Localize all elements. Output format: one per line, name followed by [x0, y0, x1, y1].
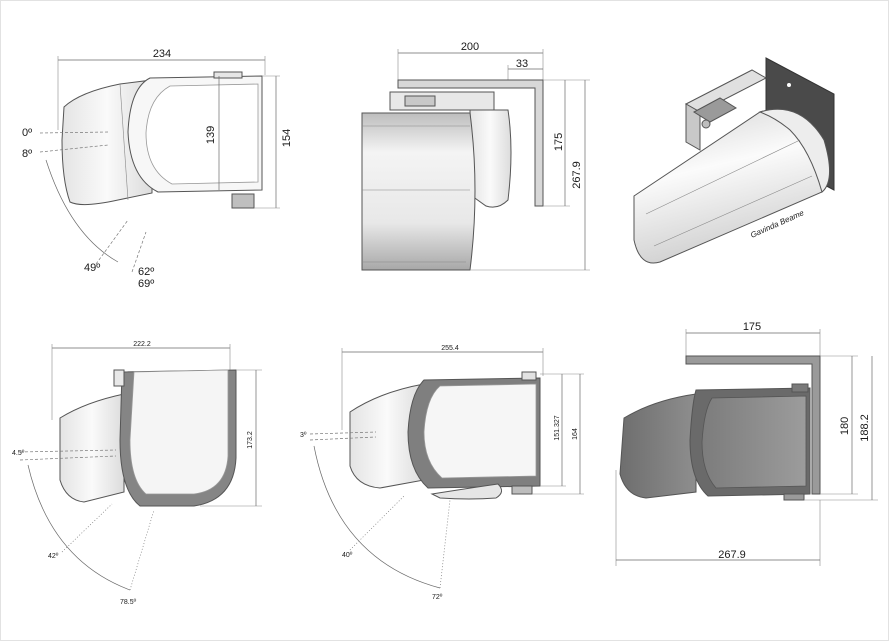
housing-inner-panel	[145, 83, 259, 185]
angle-ref-b	[61, 503, 113, 553]
dim-label-outer-height: 164	[572, 428, 579, 440]
angle-ref-62	[131, 231, 147, 273]
housing-inner-panel	[701, 395, 807, 489]
top-tab	[521, 371, 537, 381]
angle-ref-c	[439, 499, 451, 589]
angle-ref-b	[349, 495, 405, 551]
dim-label-bottom-width: 267.9	[718, 549, 746, 561]
angle-ref-0	[39, 131, 109, 134]
view-isometric-top-right: Gavinda Beame	[633, 57, 835, 264]
dim-label-outer-height: 154	[281, 129, 293, 147]
housing-inner-panel	[129, 369, 229, 495]
dim-label-height-b: 267.9	[571, 161, 583, 189]
iso-seam	[653, 175, 813, 247]
top-tab	[213, 71, 243, 79]
bottom-clip	[231, 193, 255, 209]
angle-ref-a2	[19, 455, 117, 461]
angle-label-49: 49º	[84, 262, 100, 274]
clamp-jaw	[404, 95, 436, 107]
dim-label-height: 173.2	[247, 431, 254, 449]
angle-label-a: 4.5º	[12, 450, 25, 457]
housing-front-cap	[59, 393, 125, 503]
pull-handle	[430, 483, 502, 500]
dim-label-height-a: 175	[553, 133, 565, 151]
dim-label-width: 200	[461, 41, 479, 53]
dim-label-width: 255.4	[441, 345, 459, 352]
plate-hole	[787, 83, 791, 87]
dim-label-inner-height: 139	[205, 126, 217, 144]
dim-label-outer-height: 188.2	[859, 414, 871, 442]
dim-label-inner-height: 151.327	[554, 415, 561, 440]
angle-ref-49	[95, 219, 129, 265]
view-side-bottom-center: 255.4 151.327 164 3º 40º 72º	[300, 345, 584, 601]
roller-tube	[361, 112, 476, 271]
angle-arc	[313, 445, 441, 589]
housing-front-cap	[619, 393, 697, 499]
angle-label-0: 0º	[22, 127, 32, 139]
view-side-bottom-left: 222.2 173.2 4.5º 42º 78.5º	[12, 341, 262, 606]
angle-label-c: 78.5º	[120, 599, 137, 606]
angle-label-b: 42º	[48, 553, 59, 560]
angle-ref-a2	[309, 436, 377, 441]
view-side-bottom-right: 175 180 188.2 267.9	[615, 321, 878, 566]
angle-label-69: 69º	[138, 278, 154, 290]
angle-label-c: 72º	[432, 594, 443, 601]
view-side-top-left: 234 139 154 0º 8º 49º 62º 69º	[22, 48, 293, 290]
bottom-clip	[783, 493, 805, 501]
end-cap	[469, 109, 512, 208]
housing-front-cap	[61, 79, 153, 206]
top-tab	[791, 383, 809, 393]
housing-inner-panel	[423, 383, 537, 479]
angle-arc	[45, 159, 119, 263]
angle-label-62: 62º	[138, 266, 154, 278]
angle-label-b: 40º	[342, 552, 353, 559]
angle-label-a: 3º	[300, 432, 307, 439]
angle-ref-a	[19, 449, 117, 453]
iso-end-cap	[758, 108, 830, 193]
angle-ref-a	[309, 431, 377, 435]
dim-label-width: 234	[153, 48, 171, 60]
angle-label-8: 8º	[22, 148, 32, 160]
top-tab	[113, 369, 125, 387]
iso-clamp	[693, 97, 737, 123]
iso-knob	[701, 119, 711, 129]
angle-ref-c	[129, 509, 155, 591]
iso-highlight	[645, 139, 801, 215]
angle-ref-8	[39, 144, 109, 153]
view-bracket-top-center: 200 33 175 267.9	[361, 41, 590, 271]
dim-label-width: 222.2	[133, 341, 151, 348]
bottom-clip	[511, 485, 533, 495]
dim-label-inner-height: 180	[839, 417, 851, 435]
dim-label-offset: 33	[516, 58, 528, 70]
angle-arc	[27, 464, 131, 591]
iso-bracket-side	[685, 103, 701, 151]
dim-label-top-width: 175	[743, 321, 761, 333]
seam-line	[119, 83, 129, 201]
